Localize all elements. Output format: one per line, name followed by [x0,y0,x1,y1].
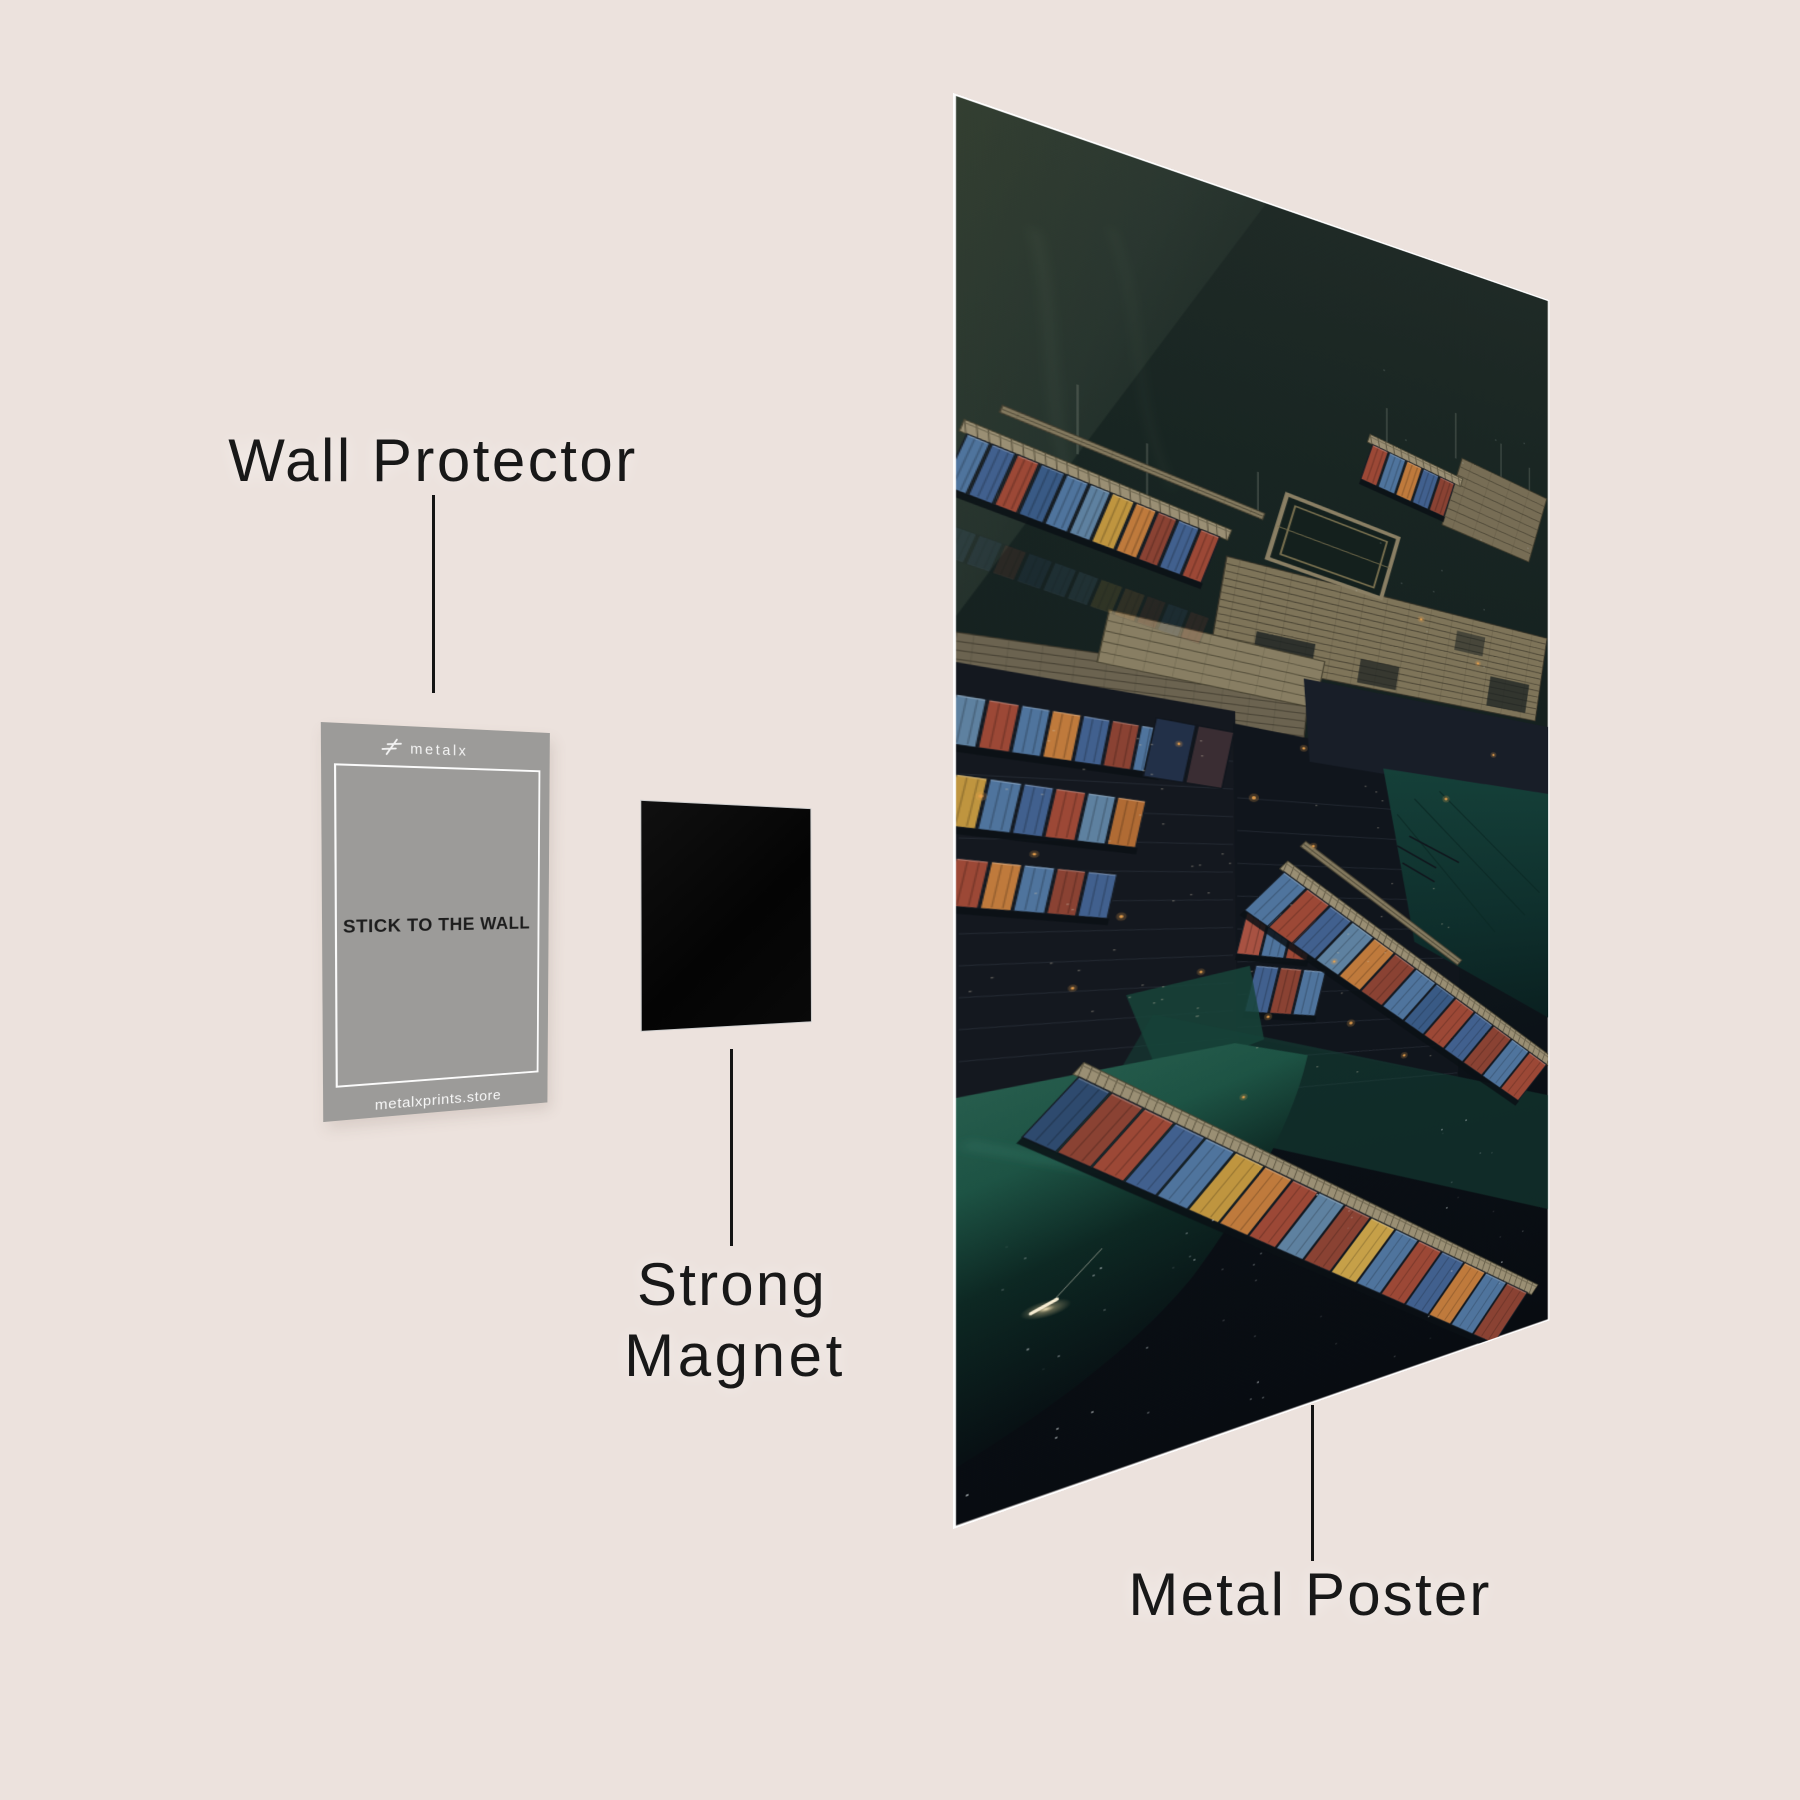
svg-text:metalx: metalx [410,741,468,759]
